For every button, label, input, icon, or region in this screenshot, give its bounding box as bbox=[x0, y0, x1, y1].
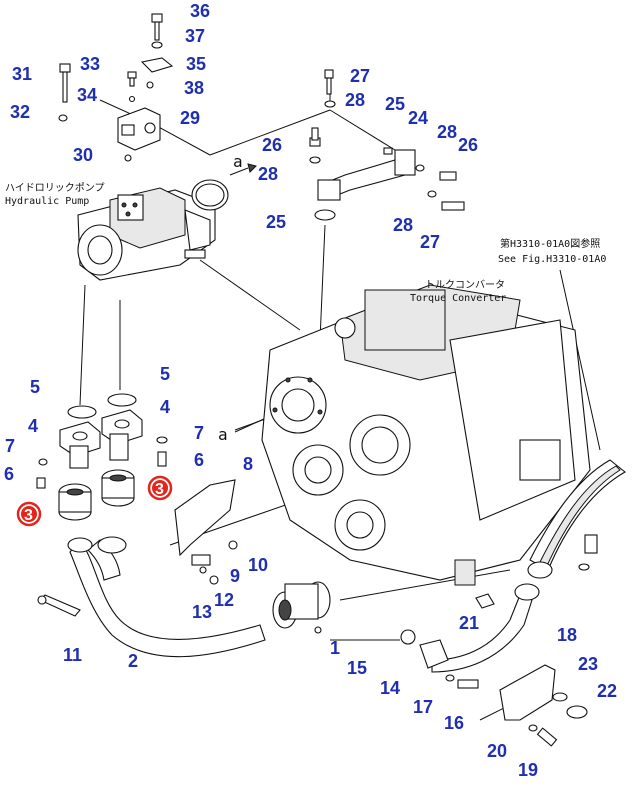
bracket-18 bbox=[499, 664, 588, 747]
callout-8: 8 bbox=[243, 454, 253, 474]
callout-27-top: 27 bbox=[350, 66, 370, 86]
valve-block bbox=[117, 107, 161, 151]
clamp-3-right bbox=[101, 469, 135, 507]
callout-13: 13 bbox=[192, 602, 212, 622]
callout-1: 1 bbox=[330, 638, 340, 658]
callout-28-top: 28 bbox=[345, 90, 365, 110]
caption-torque-converter-en: Torque Converter bbox=[410, 293, 506, 304]
torque-converter-housing bbox=[261, 284, 591, 586]
caption-hydraulic-pump-jp: ハイドロリックポンプ bbox=[5, 182, 105, 194]
bolt-36 bbox=[151, 13, 163, 49]
callout-14: 14 bbox=[380, 678, 400, 698]
bolt-33 bbox=[127, 71, 137, 103]
callout-21: 21 bbox=[459, 613, 479, 633]
callout-19: 19 bbox=[518, 760, 538, 780]
callout-30: 30 bbox=[73, 145, 93, 165]
red-callout-right: 3 bbox=[147, 475, 173, 501]
callout-38: 38 bbox=[184, 78, 204, 98]
callout-28-left: 28 bbox=[258, 164, 278, 184]
callout-11: 11 bbox=[63, 645, 82, 665]
washer-7-left bbox=[38, 458, 48, 466]
o-ring-5-right bbox=[107, 393, 137, 407]
callout-10: 10 bbox=[248, 555, 268, 575]
callout-6-right: 6 bbox=[194, 450, 204, 470]
washer-7-right bbox=[156, 436, 168, 444]
fitting-30 bbox=[124, 154, 132, 162]
red-callout-left: 3 bbox=[16, 501, 42, 527]
right-hose bbox=[527, 459, 626, 579]
callout-12: 12 bbox=[214, 590, 234, 610]
pipe-21 bbox=[431, 583, 540, 673]
callout-26-left: 26 bbox=[262, 135, 282, 155]
hydraulic-pump bbox=[77, 187, 216, 281]
callout-37: 37 bbox=[185, 26, 205, 46]
callout-29: 29 bbox=[180, 108, 200, 128]
caption-see-fig-en: See Fig.H3310-01A0 bbox=[498, 254, 606, 265]
bracket-8 bbox=[174, 479, 238, 585]
connector-a-top bbox=[229, 163, 257, 176]
callout-26-right: 26 bbox=[458, 135, 478, 155]
bolt-31 bbox=[58, 63, 71, 122]
callout-15: 15 bbox=[347, 658, 367, 678]
hose-2 bbox=[67, 536, 266, 658]
callout-34: 34 bbox=[77, 85, 97, 105]
o-ring-inner bbox=[195, 183, 225, 207]
caption-torque-converter: トルクコンバータ Torque Converter bbox=[410, 279, 506, 304]
callout-9: 9 bbox=[230, 566, 240, 586]
callout-7-right: 7 bbox=[194, 423, 204, 443]
callout-35: 35 bbox=[186, 54, 206, 74]
connector-label-a-mid: a bbox=[218, 425, 228, 444]
callout-25-top: 25 bbox=[385, 94, 405, 114]
flange-14 bbox=[400, 629, 479, 689]
connector-label-a-top: a bbox=[233, 152, 243, 171]
callout-17: 17 bbox=[413, 697, 433, 717]
caption-see-fig-jp: 第H3310-01A0図参照 bbox=[500, 237, 600, 250]
red-callout-3-left: 3 bbox=[24, 507, 33, 524]
bolt-6-right bbox=[157, 451, 167, 467]
o-ring-5-left bbox=[67, 405, 97, 419]
cover-plate bbox=[140, 57, 174, 73]
callout-6-left: 6 bbox=[4, 464, 14, 484]
callout-23: 23 bbox=[578, 654, 598, 674]
callout-18: 18 bbox=[557, 625, 577, 645]
clamp-1 bbox=[272, 581, 331, 634]
caption-hydraulic-pump-en: Hydraulic Pump bbox=[5, 196, 89, 207]
callout-20: 20 bbox=[487, 741, 507, 761]
top-pipe bbox=[309, 69, 465, 221]
clamp-3-left bbox=[58, 483, 92, 521]
callout-5-left: 5 bbox=[30, 377, 40, 397]
caption-see-fig: 第H3310-01A0図参照 See Fig.H3310-01A0 bbox=[498, 237, 606, 265]
bolt-6-left bbox=[36, 477, 46, 489]
callout-4-left: 4 bbox=[28, 416, 38, 436]
flange-4-right bbox=[101, 409, 143, 461]
caption-torque-converter-jp: トルクコンバータ bbox=[425, 279, 505, 291]
callout-16: 16 bbox=[444, 713, 464, 733]
callout-5-right: 5 bbox=[160, 364, 170, 384]
callout-31: 31 bbox=[12, 64, 32, 84]
plug-38 bbox=[146, 81, 154, 89]
callout-22: 22 bbox=[597, 681, 617, 701]
callout-7-left: 7 bbox=[5, 436, 15, 456]
callout-4-right: 4 bbox=[160, 397, 170, 417]
callout-32: 32 bbox=[10, 102, 30, 122]
callout-36: 36 bbox=[190, 1, 210, 21]
callout-28-right: 28 bbox=[437, 122, 457, 142]
callout-24: 24 bbox=[408, 108, 428, 128]
red-callout-3-right: 3 bbox=[155, 481, 164, 498]
callout-25-mid: 25 bbox=[266, 212, 286, 232]
callout-27-lower: 27 bbox=[420, 232, 440, 252]
caption-hydraulic-pump: ハイドロリックポンプ Hydraulic Pump bbox=[5, 182, 105, 207]
callout-28-lower: 28 bbox=[393, 215, 413, 235]
callout-2: 2 bbox=[128, 651, 138, 671]
callout-33: 33 bbox=[80, 54, 100, 74]
flange-4-left bbox=[59, 421, 101, 469]
callout-numbers: 36 37 35 33 38 31 34 32 29 27 28 25 24 2… bbox=[4, 1, 617, 780]
tube-11 bbox=[37, 594, 81, 617]
